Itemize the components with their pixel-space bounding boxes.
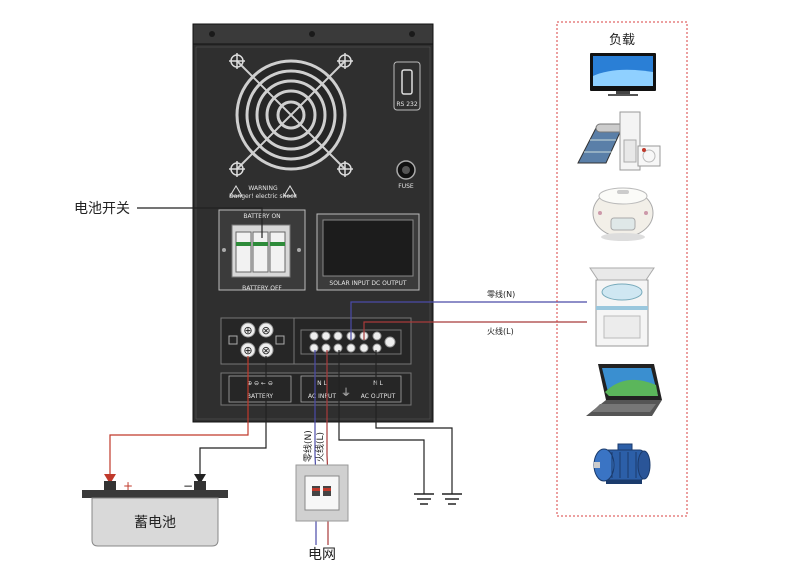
ground-symbol-2-icon (442, 493, 462, 505)
display-caption: SOLAR INPUT DC OUTPUT (329, 280, 407, 287)
laptop-icon (586, 364, 662, 416)
ground-wire-1 (338, 350, 425, 494)
tv-icon (590, 53, 656, 96)
svg-text:⊗: ⊗ (261, 344, 270, 357)
warning-sign: WARNING Danger! electric shock (229, 185, 297, 200)
battery-switch-label: 电池开关 (74, 201, 130, 217)
terminal-block-area: ⊕ ⊗ ⊕ ⊗ (220, 317, 412, 365)
ground-wire-2 (375, 350, 453, 494)
battery-label: 蓄电池 (134, 515, 176, 531)
fuse-holder: FUSE (396, 160, 416, 190)
load-panel-title: 负载 (609, 33, 635, 48)
rs232-port: RS 232 (393, 61, 421, 111)
solar-heater-ac-icon (577, 111, 661, 171)
rice-cooker-icon (592, 187, 654, 241)
ac-terminals (300, 329, 402, 355)
ac-output-label: AC OUTPUT (361, 393, 396, 400)
washing-machine-icon (589, 267, 655, 347)
battery-off-label: BATTERY OFF (242, 285, 282, 292)
cooling-fan-icon (229, 53, 353, 177)
neutral-vertical-label: 零线(N) (302, 430, 314, 462)
battery-bank: + − 蓄电池 (82, 479, 228, 547)
ac-input-marks: N L (317, 380, 327, 387)
ground-symbol-1-icon (414, 493, 434, 505)
ac-output-marks: N L (373, 380, 383, 387)
battery-minus-sign: − (183, 479, 193, 493)
terminal-label-strip: ⊕ ⊖ ← ⊖ BATTERY N L AC INPUT N L AC OUTP… (220, 372, 412, 406)
live-vertical-label: 火线(L) (314, 432, 326, 462)
ground-symbol-icon: ⏚ (341, 387, 351, 399)
warning-text: Danger! electric shock (229, 193, 297, 200)
battery-terminal-label: BATTERY (247, 393, 274, 400)
load-panel: 负载 (556, 21, 688, 517)
battery-negative-wire (199, 356, 267, 478)
output-neutral-wire (350, 301, 587, 340)
battery-terminal-marks: ⊕ ⊖ ← ⊖ (247, 380, 273, 387)
svg-text:⊕: ⊕ (243, 324, 252, 337)
ac-input-label: AC INPUT (308, 393, 336, 400)
lcd-display: SOLAR INPUT DC OUTPUT (316, 213, 420, 291)
grid-breaker-box (295, 464, 349, 522)
svg-text:⊕: ⊕ (243, 344, 252, 357)
warning-title: WARNING (248, 185, 278, 192)
battery-switch-leader (137, 207, 263, 238)
motor-icon (593, 443, 651, 484)
svg-text:⊗: ⊗ (261, 324, 270, 337)
battery-positive-wire (109, 356, 249, 478)
neutral-right-label: 零线(N) (487, 289, 515, 299)
rs232-label: RS 232 (396, 101, 418, 108)
battery-plus-sign: + (123, 479, 133, 493)
fuse-label: FUSE (398, 183, 414, 190)
output-live-wire (363, 321, 587, 340)
grid-label: 电网 (308, 547, 336, 563)
battery-terminals: ⊕ ⊗ ⊕ ⊗ (228, 322, 285, 358)
arrow-negative-icon (194, 474, 206, 484)
live-right-label: 火线(L) (487, 326, 514, 336)
arrow-positive-icon (104, 474, 116, 484)
